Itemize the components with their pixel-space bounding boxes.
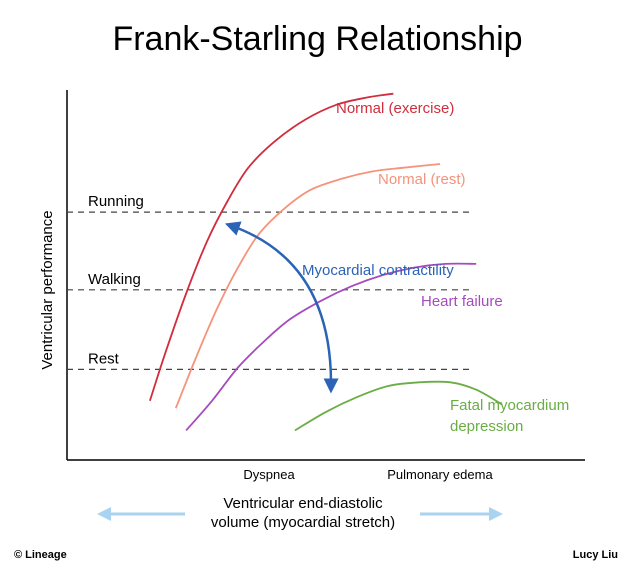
axes [66,90,585,461]
reference-label-rest: Rest [88,350,120,367]
series-line-heart-failure [185,262,477,431]
contractility-arrow [224,221,339,394]
series-line-normal-exercise [149,92,394,402]
contractility-arrow-group: Myocardial contractility [224,221,454,394]
x-tick-label-dyspnea: Dyspnea [243,467,295,482]
series-label-normal-exercise: Normal (exercise) [336,100,454,117]
left-arrow-head [97,507,111,521]
reference-label-running: Running [88,193,144,210]
y-axis-label: Ventricular performance [39,210,56,369]
chart-title: Frank-Starling Relationship [112,20,523,58]
series-line-fatal-myocardium-depression [294,380,503,432]
right-arrow-head [489,507,503,521]
reference-label-walking: Walking [88,271,141,288]
series-label-heart-failure: Heart failure [421,293,503,310]
series-line-normal-rest [174,163,441,409]
x-tick-labels: Dyspnea Pulmonary edema [243,467,493,482]
x-axis-label-line-2: volume (myocardial stretch) [211,514,395,531]
x-axis-label-group: Ventricular end-diastolic volume (myocar… [97,495,503,531]
series-label-normal-rest: Normal (rest) [378,171,466,188]
contractility-label: Myocardial contractility [302,262,454,279]
copyright-text: © Lineage [14,549,67,561]
x-axis-label-line-1: Ventricular end-diastolic [223,495,383,512]
author-name: Lucy Liu [572,549,618,561]
x-tick-label-pulmonary-edema: Pulmonary edema [387,467,493,482]
